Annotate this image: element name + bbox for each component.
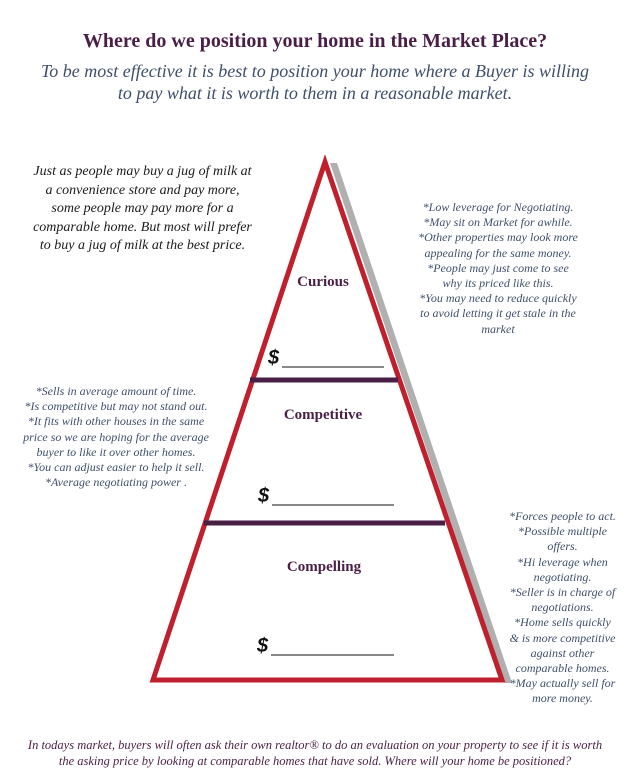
- note-line: *Low leverage for Negotiating.: [422, 200, 574, 214]
- footer-text: In todays market, buyers will often ask …: [27, 738, 603, 768]
- price-symbol-curious: $: [267, 347, 280, 369]
- notes-competitive: *Sells in average amount of time. *Is co…: [8, 384, 224, 490]
- note-line: *It fits with other houses in the same: [27, 414, 205, 429]
- note-line: *Average negotiating power .: [45, 475, 187, 490]
- note-line: offers.: [547, 539, 578, 554]
- tier-label-competitive: Competitive: [284, 407, 363, 423]
- notes-compelling: *Forces people to act. *Possible multipl…: [500, 509, 625, 707]
- note-line: *Home sells quickly: [514, 615, 611, 630]
- note-line: market: [481, 321, 515, 336]
- note-line: *People may just come to see: [427, 260, 569, 275]
- note-line: *Other properties may look more: [418, 230, 578, 245]
- note-line: buyer to like it over other homes.: [36, 444, 196, 459]
- note-line: *Is competitive but may not stand out.: [24, 399, 208, 414]
- note-line: price so we are hoping for the average: [23, 429, 209, 444]
- note-line: & is more competitive: [509, 630, 616, 645]
- page-subtitle: To be most effective it is best to posit…: [40, 61, 590, 103]
- note-line: *Seller is in charge of: [509, 585, 616, 600]
- note-line: negotiations.: [531, 600, 594, 615]
- note-line: *You may need to reduce quickly: [419, 291, 577, 306]
- note-line: *Forces people to act.: [509, 509, 616, 523]
- page-title: Where do we position your home in the Ma…: [82, 30, 548, 52]
- note-line: *May sit on Market for awhile.: [423, 215, 573, 230]
- note-line: *May actually sell for: [509, 676, 616, 691]
- pyramid-outline: [149, 154, 506, 683]
- note-line: *Possible multiple: [518, 524, 607, 539]
- price-symbol-competitive: $: [257, 485, 270, 507]
- tier-label-compelling: Compelling: [287, 559, 362, 575]
- intro-text: Just as people may buy a jug of milk at …: [33, 164, 252, 253]
- note-line: *Sells in average amount of time.: [35, 384, 197, 398]
- note-line: more money.: [532, 691, 593, 706]
- note-line: to avoid letting it get stale in the: [420, 306, 576, 321]
- note-line: appealing for the same money.: [424, 245, 572, 260]
- note-line: why its priced like this.: [442, 276, 554, 291]
- note-line: against other: [530, 645, 595, 660]
- tier-label-curious: Curious: [297, 274, 349, 290]
- notes-curious: *Low leverage for Negotiating. *May sit …: [400, 200, 596, 337]
- note-line: *You can adjust easier to help it sell.: [27, 460, 205, 475]
- note-line: *Hi leverage when: [517, 554, 608, 569]
- note-line: comparable homes.: [515, 661, 610, 676]
- pyramid-shadow: [330, 163, 512, 683]
- note-line: negotiating.: [533, 569, 592, 584]
- price-symbol-compelling: $: [256, 635, 269, 657]
